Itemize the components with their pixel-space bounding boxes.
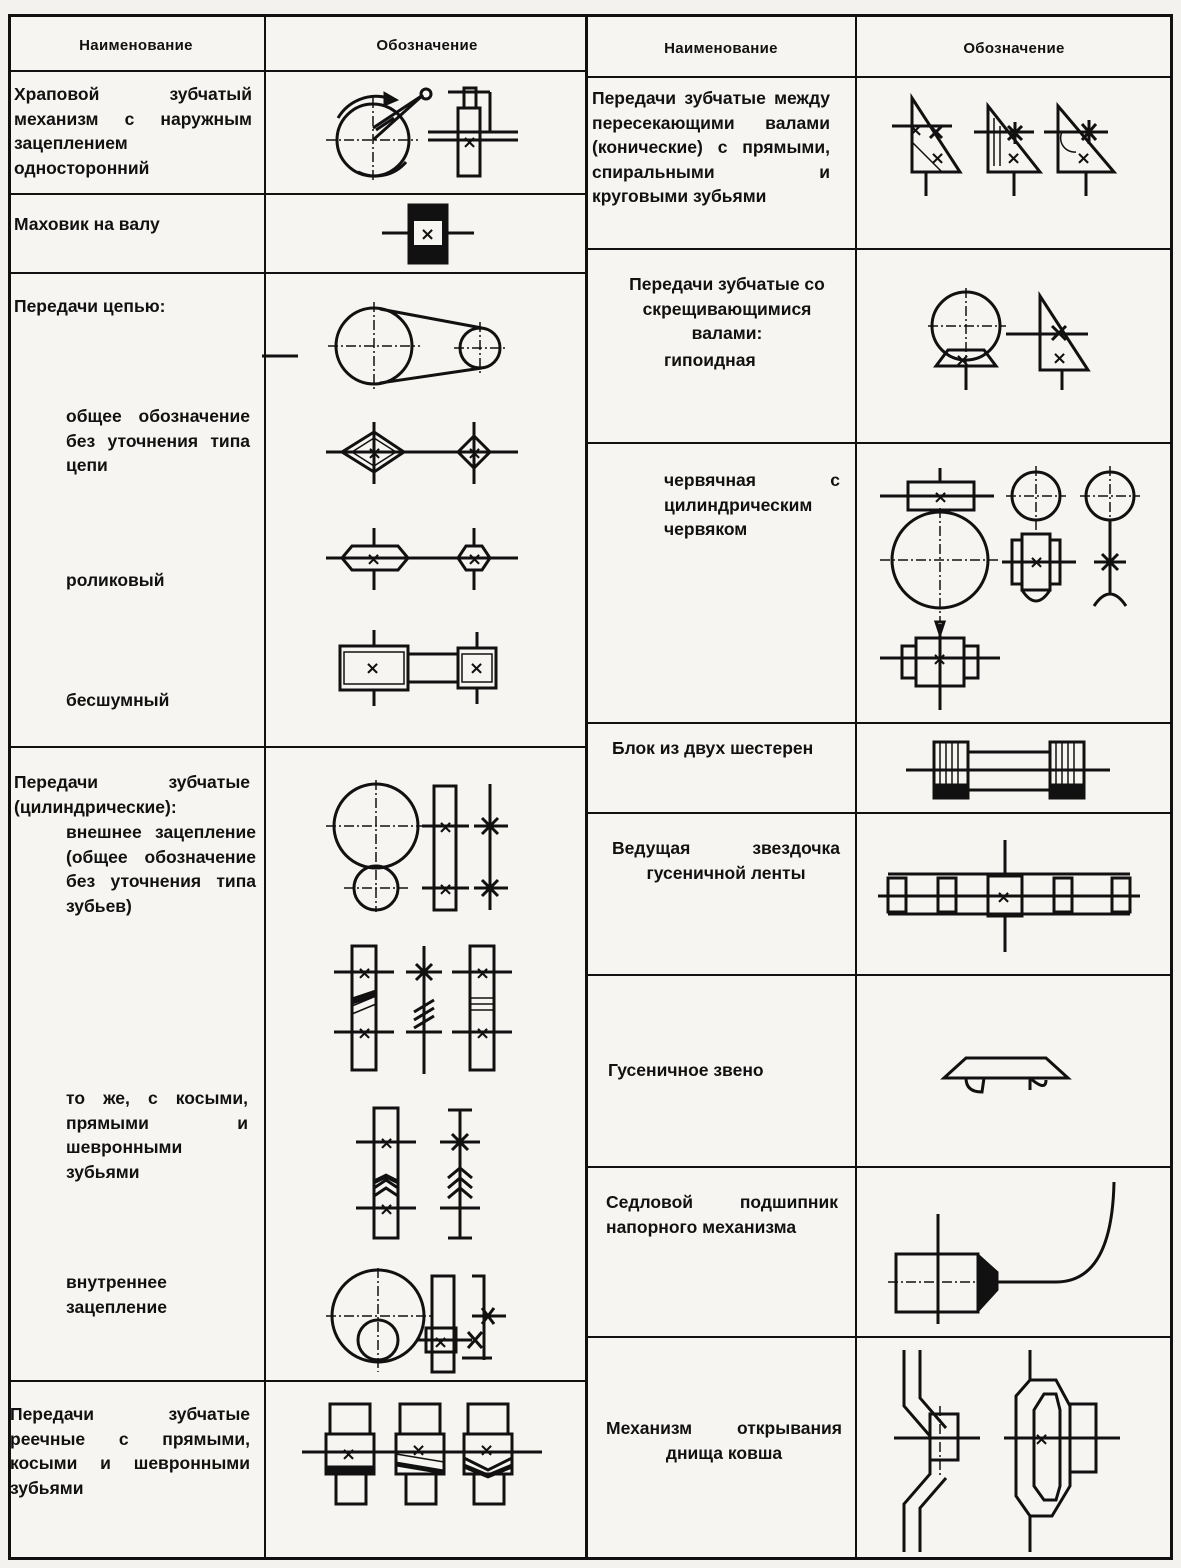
left-row-rule (8, 1380, 588, 1382)
hypoid-gear-icon: × × (926, 286, 1096, 396)
bucket-mechanism-label: Механизм открывания днища ковша (606, 1418, 842, 1463)
worm-gear-icon: × × × (876, 462, 1146, 712)
svg-text:×: × (996, 887, 1011, 908)
svg-text:×: × (379, 1199, 394, 1220)
right-row-rule (585, 248, 1173, 250)
right-row-rule (585, 812, 1173, 814)
right-row-rule (585, 442, 1173, 444)
svg-text:×: × (341, 1444, 356, 1465)
svg-text:×: × (379, 1133, 394, 1154)
svg-text:×: × (955, 350, 970, 371)
svg-text:×: × (930, 148, 945, 169)
svg-text:×: × (366, 549, 381, 570)
track-sprocket-icon: × (874, 838, 1144, 958)
spur-gear-external-icon: × × (324, 776, 524, 916)
sprocket-label: Ведущая звездочка гусеничной ленты (612, 838, 840, 883)
hypoid-label: гипоидная (664, 350, 756, 370)
bucket-bottom-mechanism-icon: × (884, 1346, 1124, 1556)
chain-drive-general-icon (262, 300, 512, 390)
svg-text:×: × (1052, 348, 1067, 369)
right-row-rule (585, 974, 1173, 976)
chain-silent-label: бесшумный (66, 690, 170, 710)
svg-text:×: × (479, 1440, 494, 1461)
right-header-rule (585, 76, 1173, 78)
left-name-header: Наименование (79, 36, 193, 54)
svg-text:×: × (438, 817, 453, 838)
chain-general-label: общее обозначение без уточнения типа цеп… (66, 406, 250, 475)
svg-text:×: × (1076, 148, 1091, 169)
svg-text:×: × (469, 658, 484, 679)
track-link-label: Гусеничное звено (608, 1060, 764, 1080)
left-symbol-header: Обозначение (376, 36, 478, 54)
chain-roller-icon: × × (322, 524, 522, 594)
right-row-rule (585, 1336, 1173, 1338)
spur-helical-label: то же, с косыми, прямыми и шевронными зу… (66, 1088, 248, 1182)
flywheel-icon: × (378, 200, 478, 270)
svg-text:×: × (365, 658, 380, 679)
gear-block-icon (904, 736, 1114, 806)
worm-label: червячная с цилиндрическим червяком (664, 470, 840, 539)
svg-text:×: × (467, 549, 482, 570)
right-symbol-header: Обозначение (963, 39, 1065, 57)
svg-text:×: × (420, 224, 435, 245)
spur-gear-internal-icon: × (322, 1266, 522, 1376)
left-row-rule (8, 193, 588, 195)
left-header-rule (8, 70, 588, 72)
crossed-title-label: Передачи зубчатые со скрещивающимися вал… (629, 274, 825, 343)
rack-gear-icon: × × × (300, 1396, 550, 1520)
chain-diamond-icon: × × (322, 418, 522, 488)
svg-text:×: × (462, 132, 477, 153)
left-row-rule (8, 272, 588, 274)
track-link-icon (936, 1044, 1076, 1104)
saddle-bearing-label: Седловой подшипник напорного механизма (606, 1192, 838, 1237)
chain-title-label: Передачи цепью: (14, 296, 166, 316)
svg-text:×: × (908, 120, 923, 141)
spur-gear-herringbone-icon: × × (354, 1104, 494, 1244)
chain-roller-label: роликовый (66, 570, 165, 590)
svg-text:×: × (475, 1023, 490, 1044)
svg-text:×: × (1034, 1429, 1049, 1450)
svg-text:×: × (357, 963, 372, 984)
svg-text:×: × (357, 1023, 372, 1044)
svg-text:×: × (438, 879, 453, 900)
svg-text:×: × (411, 1440, 426, 1461)
svg-text:×: × (932, 649, 947, 670)
spur-title-label: Передачи зубчатые (цилиндрические): (14, 772, 250, 817)
gear-block-label: Блок из двух шестерен (612, 738, 814, 758)
svg-text:×: × (1006, 148, 1021, 169)
chain-silent-icon: × × (330, 628, 510, 708)
saddle-bearing-icon (886, 1178, 1126, 1328)
bevel-label: Передачи зубчатые между пересекающими ва… (592, 88, 830, 206)
ratchet-mechanism-icon: × (318, 80, 528, 190)
spur-external-label: внешнее зацепление (общее обозначение бе… (66, 822, 256, 916)
spur-gear-helical-icon: × × × × (328, 940, 528, 1080)
right-row-rule (585, 1166, 1173, 1168)
svg-text:×: × (933, 487, 948, 508)
right-name-header: Наименование (664, 39, 778, 57)
right-row-rule (585, 722, 1173, 724)
right-table-divider (855, 14, 857, 1560)
svg-text:×: × (475, 963, 490, 984)
bevel-gear-icon: × × × × (890, 92, 1160, 202)
left-table-divider (264, 14, 266, 1560)
flywheel-label: Маховик на валу (14, 214, 160, 234)
ratchet-label: Храповой зубчатый механизм с наружным за… (14, 84, 252, 178)
rack-label: Передачи зубчатые реечные с прямыми, кос… (10, 1404, 250, 1498)
svg-text:×: × (433, 1332, 448, 1353)
spur-internal-label: внутреннее зацепление (66, 1272, 167, 1317)
left-row-rule (8, 746, 588, 748)
